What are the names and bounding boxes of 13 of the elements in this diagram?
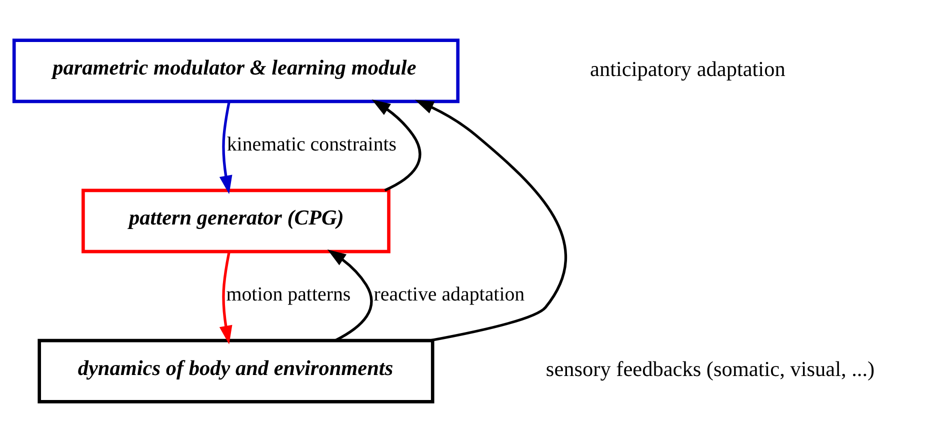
edge-label: reactive adaptation [374, 283, 525, 306]
node-box: parametric modulator & learning module [12, 38, 460, 103]
arrow [219, 101, 232, 194]
edge-label: motion patterns [226, 283, 351, 306]
arrow [327, 248, 373, 342]
arrow [219, 251, 232, 344]
label: anticipatory adaptation [590, 56, 786, 80]
edge-label: kinematic constraints [226, 133, 397, 156]
node-box: pattern generator (CPG) [82, 188, 390, 253]
node-box: dynamics of body and environments [38, 338, 434, 403]
arrow [372, 98, 422, 192]
arrow [415, 99, 567, 342]
label: sensory feedbacks (somatic, visual, ...) [546, 356, 875, 381]
